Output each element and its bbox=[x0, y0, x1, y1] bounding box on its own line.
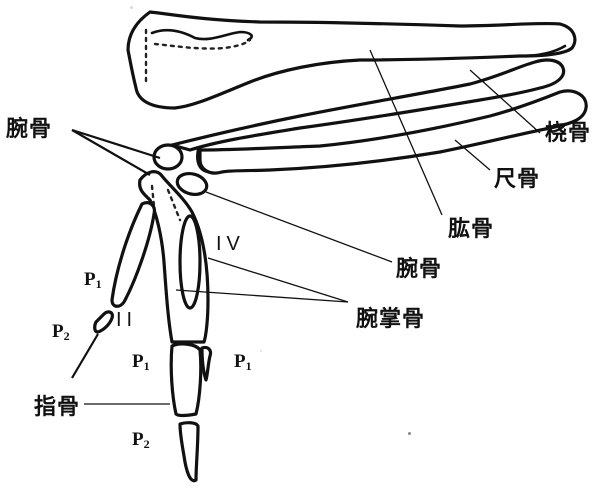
leader-radius bbox=[469, 69, 541, 134]
leader-carpometacarpus-a bbox=[207, 257, 349, 303]
label-radius: 桡骨 bbox=[545, 120, 592, 146]
leader-ulna bbox=[454, 139, 491, 171]
label-p2-digit-iii: P2 bbox=[132, 429, 150, 451]
digit-ii-phalanx-p2 bbox=[93, 310, 114, 334]
digit-iii-phalanx-p2 bbox=[178, 421, 200, 483]
label-carpal-lower: 腕骨 bbox=[396, 256, 443, 282]
leader-carpal-upper-b bbox=[71, 129, 151, 176]
label-phalanges: 指骨 bbox=[34, 394, 81, 420]
leader-carpal-upper-a bbox=[71, 128, 161, 160]
leader-carpometacarpus-b bbox=[175, 289, 349, 303]
scan-speck bbox=[408, 432, 411, 435]
ulna-bone bbox=[198, 89, 588, 175]
label-carpal-upper: 腕骨 bbox=[6, 116, 53, 142]
label-p2-digit-ii: P2 bbox=[52, 321, 70, 343]
ulna-proximal-end bbox=[196, 148, 210, 174]
humerus-hidden-edge bbox=[153, 38, 252, 50]
metacarpal-iv bbox=[178, 214, 202, 310]
label-humerus: 肱骨 bbox=[448, 216, 495, 242]
label-p1-digit-iv: P1 bbox=[234, 351, 252, 373]
carpometacarpus-fusion-line bbox=[150, 184, 156, 208]
leader-phalanges-a bbox=[71, 333, 99, 379]
digit-iii-phalanx-p1 bbox=[169, 342, 203, 418]
label-digit-ii: II bbox=[116, 309, 138, 331]
label-digit-iv: IV bbox=[216, 233, 245, 255]
radius-bone bbox=[170, 58, 566, 152]
humerus-bone bbox=[126, 10, 577, 110]
digit-ii-phalanx-p1 bbox=[110, 201, 156, 308]
leader-carpal-lower bbox=[205, 191, 393, 263]
scan-speck bbox=[130, 6, 133, 9]
label-p1-digit-iii: P1 bbox=[132, 351, 150, 373]
leader-humerus bbox=[369, 49, 443, 216]
digit-iv-phalanx-p1 bbox=[200, 345, 213, 382]
carpometacarpus-fusion-line-2 bbox=[166, 188, 182, 222]
carpal-bone-lower bbox=[175, 171, 209, 197]
humerus-distal-condyle bbox=[518, 44, 567, 58]
label-ulna: 尺骨 bbox=[494, 166, 541, 192]
label-carpometacarpus: 腕掌骨 bbox=[356, 306, 426, 332]
label-p1-digit-ii: P1 bbox=[84, 269, 102, 291]
humerus-head-outline bbox=[150, 28, 253, 42]
scan-speck bbox=[260, 350, 262, 352]
